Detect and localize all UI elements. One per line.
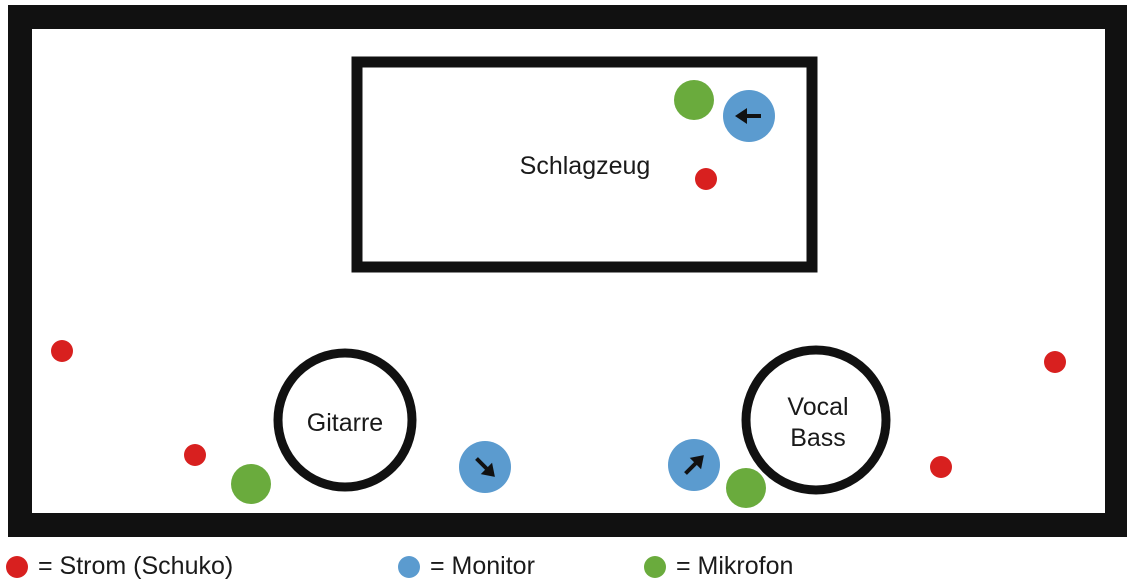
drum-mic-marker	[674, 80, 714, 120]
power-marker-bass	[930, 456, 952, 478]
drum-riser	[351, 56, 818, 273]
vocal-mic-marker	[726, 468, 766, 508]
legend-strom: = Strom (Schuko)	[6, 552, 233, 581]
legend-mikrofon: = Mikrofon	[644, 552, 793, 581]
legend-monitor: = Monitor	[398, 552, 535, 581]
drums-label: Schlagzeug	[520, 152, 651, 180]
bass-label: Bass	[790, 424, 846, 452]
vocal-monitor-arrow-icon	[684, 455, 704, 475]
guitar-label: Gitarre	[307, 409, 383, 437]
legend-mikrofon-label: = Mikrofon	[676, 552, 794, 580]
guitar-monitor-arrow-icon	[475, 457, 495, 477]
drum-power-marker	[695, 168, 717, 190]
drum-monitor-arrow-icon	[735, 108, 761, 124]
vocal-bass-amp	[741, 345, 891, 495]
red-dot-icon	[6, 555, 28, 578]
stage-plan: Schlagzeug Gitarre Vocal Bass	[8, 5, 1127, 537]
power-marker-guitar	[184, 444, 206, 466]
guitar-amp	[273, 348, 417, 492]
guitar-mic-marker	[231, 464, 271, 504]
power-marker-right	[1044, 351, 1066, 373]
legend-monitor-label: = Monitor	[430, 552, 535, 580]
power-marker-left	[51, 340, 73, 362]
green-dot-icon	[644, 555, 666, 578]
blue-dot-icon	[398, 555, 420, 578]
vocal-label: Vocal	[787, 393, 848, 421]
stage-outline	[8, 5, 1127, 537]
legend-strom-label: = Strom (Schuko)	[38, 552, 234, 580]
